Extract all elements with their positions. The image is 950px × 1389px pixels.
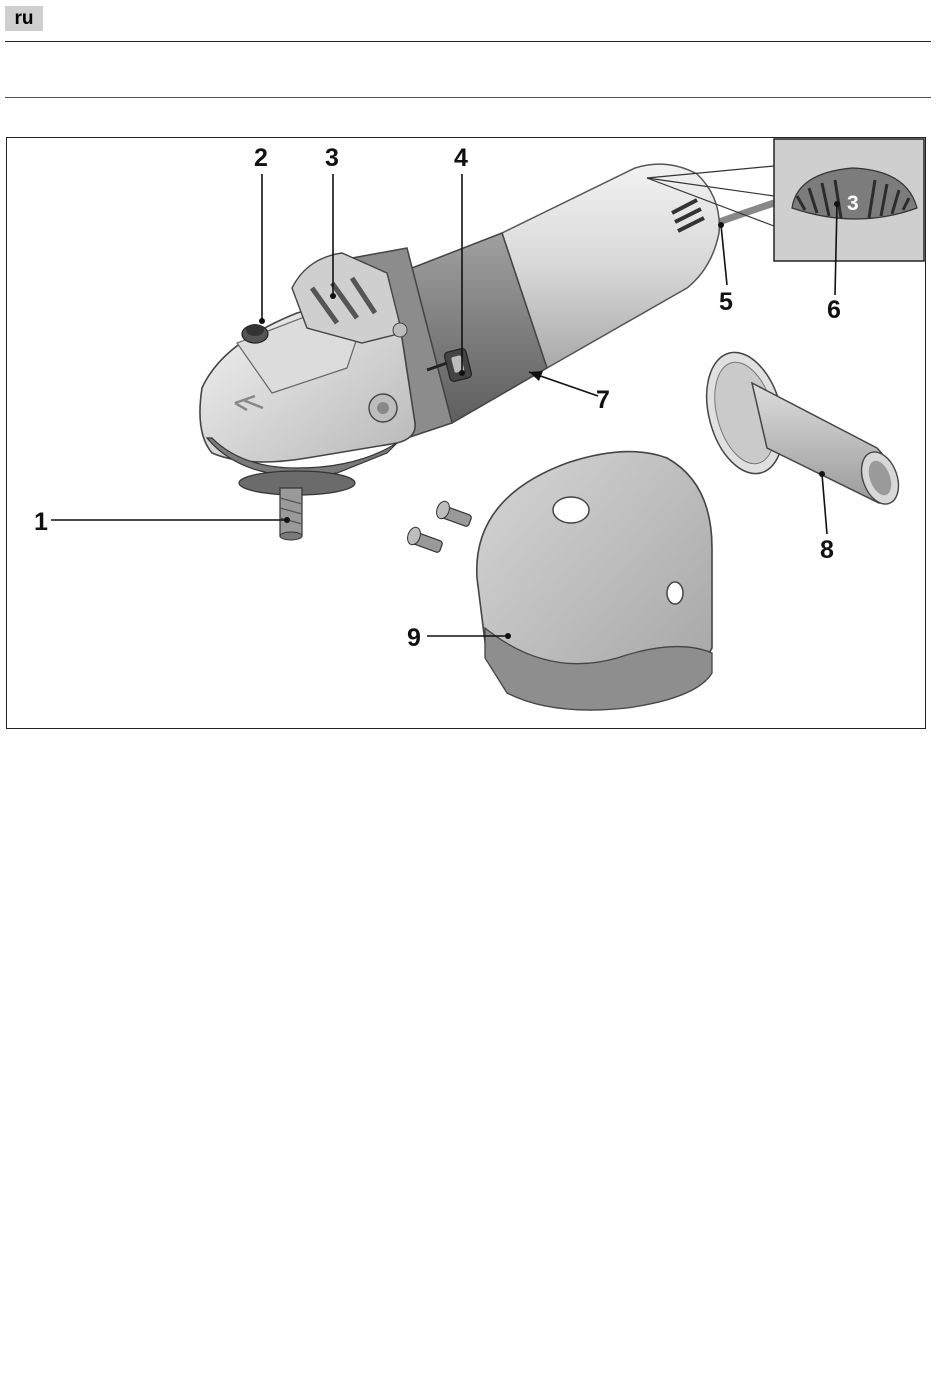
language-badge: ru [5,6,43,31]
mounting-screws [405,499,472,553]
header-divider [5,41,931,42]
protective-hood [477,452,712,710]
spindle [280,488,302,540]
product-illustration: 3 [6,137,926,729]
section-divider [5,97,931,98]
dial-setting-label: 3 [847,192,859,215]
callout-5: 5 [719,288,733,316]
callout-9: 9 [407,624,421,652]
power-cord [719,202,777,222]
spindle-lock-button [242,324,268,343]
callout-3: 3 [325,144,339,172]
angle-grinder-drawing: 3 [7,138,925,728]
gear-head [200,253,415,462]
callout-1: 1 [34,508,48,536]
callout-7: 7 [596,386,610,414]
callout-8: 8 [820,536,834,564]
callout-2: 2 [254,144,268,172]
callout-4: 4 [454,144,468,172]
auxiliary-handle [694,344,905,509]
callout-6: 6 [827,296,841,324]
